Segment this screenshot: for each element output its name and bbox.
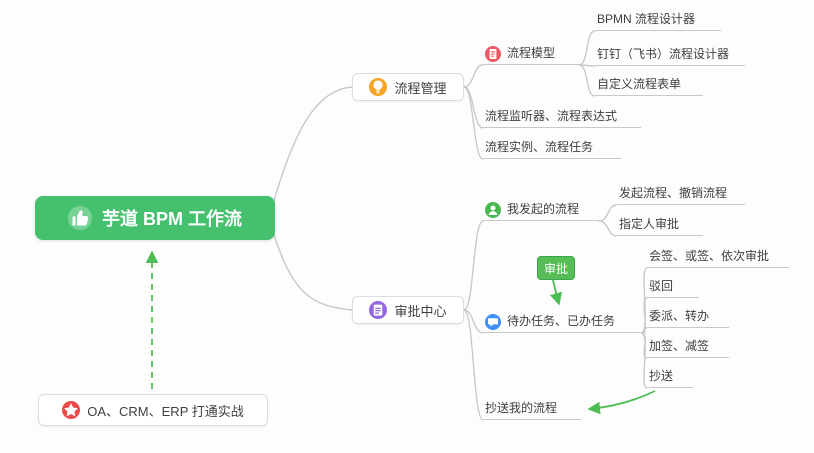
node-initiate-cancel[interactable]: 发起流程、撤销流程 [617,185,745,205]
leaf-label: 钉钉（飞书）流程设计器 [597,47,730,61]
node-cc-my-process[interactable]: 抄送我的流程 [483,400,581,420]
cc-arrow [587,390,656,415]
leaf-label: BPMN 流程设计器 [597,12,696,26]
leaf-label: 流程模型 [507,46,556,60]
node-process-model[interactable]: 流程模型 [483,45,579,65]
branch-label: OA、CRM、ERP 打通实战 [87,403,244,419]
connector-line [463,64,484,88]
node-add-reduce-sign[interactable]: 加签、减签 [647,338,729,358]
leaf-label: 自定义流程表单 [597,77,682,91]
node-dingtalk-designer[interactable]: 钉钉（飞书）流程设计器 [595,46,745,66]
connector-line [640,332,648,389]
connector-line [578,30,596,66]
connector-line [578,64,596,97]
connector-line [598,220,618,237]
node-todo-done[interactable]: 待办任务、已办任务 [483,313,641,333]
branch-label: 审批中心 [394,303,447,319]
node-my-initiated[interactable]: 我发起的流程 [483,201,599,221]
leaf-label: 驳回 [649,279,674,293]
connector-line [271,86,353,208]
node-countersign[interactable]: 会签、或签、依次审批 [647,248,789,268]
star-icon [62,401,81,419]
user-icon [485,202,501,218]
approval-callout[interactable]: 审批 [537,256,575,280]
thumbs-up-icon [67,206,92,230]
connector-line [640,297,648,334]
leaf-label: 待办任务、已办任务 [507,314,616,328]
node-assignee-approval[interactable]: 指定人审批 [617,216,703,236]
leaf-label: 流程监听器、流程表达式 [485,109,618,123]
leaf-label: 委派、转办 [649,309,710,323]
leaf-label: 会签、或签、依次审批 [649,249,770,263]
node-approval-center[interactable]: 审批中心 [352,296,464,324]
connector-line [598,204,618,222]
node-reject[interactable]: 驳回 [647,278,699,298]
node-cc[interactable]: 抄送 [647,368,693,388]
leaf-label: 我发起的流程 [507,202,580,216]
connector-line [463,309,484,334]
node-process-management[interactable]: 流程管理 [352,73,464,101]
connector-line [271,227,353,311]
node-listener-expression[interactable]: 流程监听器、流程表达式 [483,108,641,128]
leaf-label: 抄送 [649,369,674,383]
leaf-label: 发起流程、撤销流程 [619,186,728,200]
connector-line [463,86,484,160]
leaf-label: 抄送我的流程 [485,401,558,415]
callout-label: 审批 [543,261,568,276]
connector-line [463,309,484,421]
approval-arrow [549,279,563,306]
node-instance-task[interactable]: 流程实例、流程任务 [483,139,621,159]
root-label: 芋道 BPM 工作流 [101,209,242,229]
node-bpmn-designer[interactable]: BPMN 流程设计器 [595,11,721,31]
leaf-label: 加签、减签 [649,339,710,353]
node-custom-form[interactable]: 自定义流程表单 [595,76,703,96]
document-icon [485,46,501,62]
clipboard-icon [369,301,388,319]
node-root[interactable]: 芋道 BPM 工作流 [35,196,275,240]
connector-line [463,220,484,311]
leaf-label: 流程实例、流程任务 [485,140,594,154]
leaf-label: 指定人审批 [619,217,680,231]
branch-label: 流程管理 [394,80,447,96]
node-practice[interactable]: OA、CRM、ERP 打通实战 [38,394,268,426]
chat-icon [485,314,501,330]
node-delegate-transfer[interactable]: 委派、转办 [647,308,729,328]
lightbulb-icon [369,78,388,96]
